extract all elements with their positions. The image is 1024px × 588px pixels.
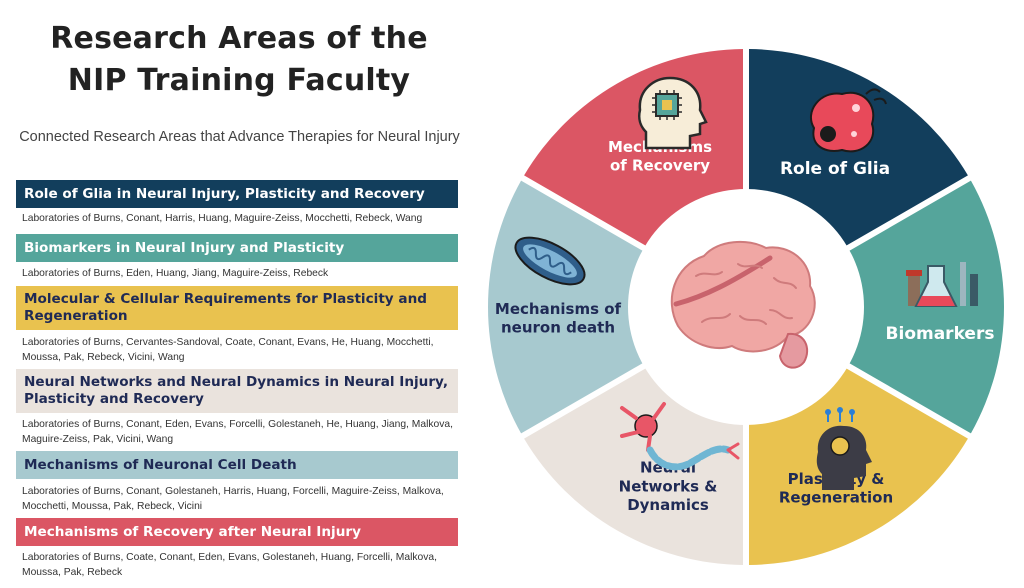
page-title: Research Areas of the NIP Training Facul… (0, 18, 478, 102)
head-chip-icon (638, 76, 708, 150)
area-title: Molecular & Cellular Requirements for Pl… (24, 291, 427, 324)
area-bar-networks: Neural Networks and Neural Dynamics in N… (16, 369, 458, 413)
area-bar-recovery: Mechanisms of Recovery after Neural Inju… (16, 518, 458, 546)
area-labs-cell-death: Laboratories of Burns, Conant, Golestane… (22, 486, 444, 512)
wheel-label-line: Role of Glia (780, 159, 890, 179)
area-title: Biomarkers in Neural Injury and Plastici… (24, 239, 345, 256)
head-lightbulb-icon (816, 407, 872, 490)
wheel-label-line: Dynamics (627, 496, 709, 514)
area-labs-networks: Laboratories of Burns, Conant, Eden, Eva… (22, 419, 453, 445)
neuron-icon (620, 402, 740, 471)
mitochondrion-icon (514, 236, 586, 286)
wheel-segment-label: Role of Glia (780, 159, 890, 179)
wheel-label-line: Networks & (619, 477, 718, 495)
wheel-label-line: Regeneration (779, 489, 893, 507)
area-bar-biomarkers: Biomarkers in Neural Injury and Plastici… (16, 234, 458, 262)
area-title: Mechanisms of Neuronal Cell Death (24, 456, 297, 473)
wheel-label-line: Biomarkers (886, 324, 995, 344)
area-labs-glia: Laboratories of Burns, Conant, Harris, H… (22, 213, 423, 224)
area-bar-cell-death: Mechanisms of Neuronal Cell Death (16, 451, 458, 479)
wheel-label-line: of Recovery (610, 157, 710, 175)
area-title: Role of Glia in Neural Injury, Plasticit… (24, 185, 425, 202)
wheel-label-line: Mechanisms of (495, 300, 622, 318)
research-wheel: Role of GliaBiomarkersPlasticity &Regene… (488, 49, 1004, 565)
subtitle: Connected Research Areas that Advance Th… (19, 129, 460, 145)
glia-cell-icon (809, 88, 887, 153)
wheel-label-line: neuron death (501, 319, 615, 337)
area-bar-glia: Role of Glia in Neural Injury, Plasticit… (16, 180, 458, 208)
lab-flasks-icon (906, 262, 978, 307)
title-line-2: NIP Training Faculty (67, 63, 411, 98)
area-labs-plasticity: Laboratories of Burns, Cervantes-Sandova… (22, 337, 434, 363)
area-title: Mechanisms of Recovery after Neural Inju… (24, 523, 361, 540)
title-line-1: Research Areas of the (50, 21, 428, 56)
area-labs-recovery: Laboratories of Burns, Coate, Conant, Ed… (22, 552, 437, 578)
wheel-segment-label: Biomarkers (886, 324, 995, 344)
area-labs-biomarkers: Laboratories of Burns, Eden, Huang, Jian… (22, 268, 329, 279)
area-title: Neural Networks and Neural Dynamics in N… (24, 374, 449, 407)
brain-icon (670, 240, 816, 369)
area-bar-plasticity: Molecular & Cellular Requirements for Pl… (16, 286, 458, 330)
wheel-segment (524, 365, 744, 565)
